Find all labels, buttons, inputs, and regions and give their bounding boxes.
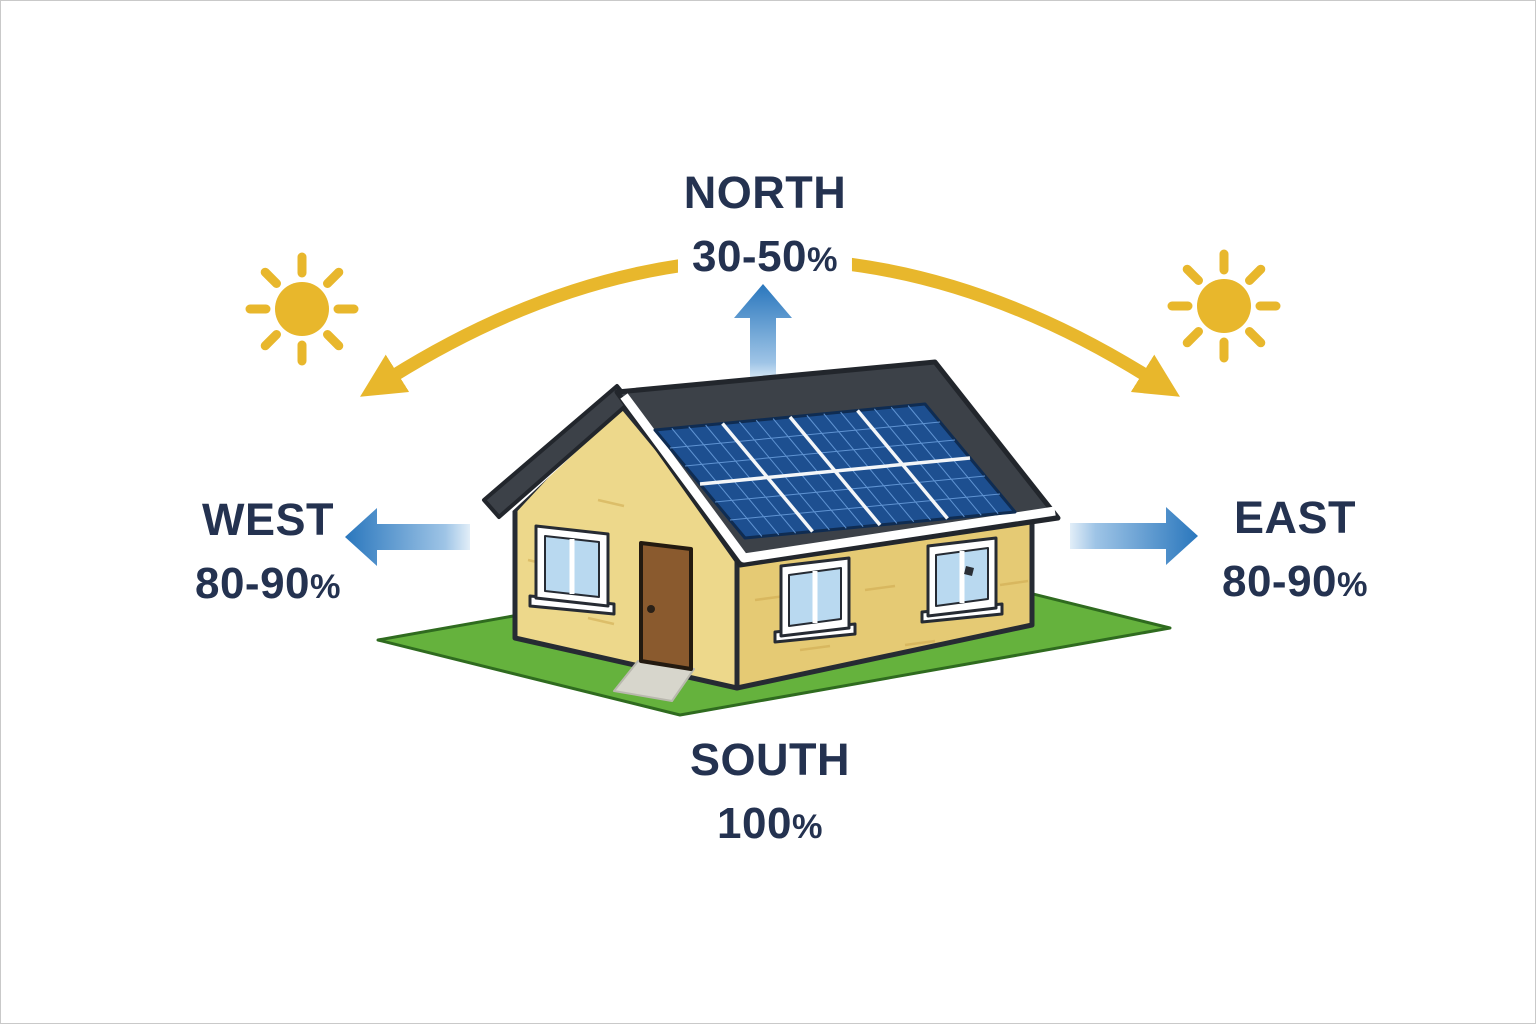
side-window	[773, 556, 857, 644]
east-value: 80-90	[1221, 557, 1338, 607]
solar-panels	[655, 404, 1015, 538]
east-label: EAST	[1233, 492, 1356, 543]
east-unit: %	[1337, 566, 1369, 605]
west-label: WEST	[202, 494, 334, 545]
south-label-group: SOUTH 100%	[690, 732, 850, 851]
south-unit: %	[791, 808, 823, 847]
west-value-line: 80-90%	[195, 556, 341, 611]
arrow-up-icon	[734, 284, 792, 382]
front-window	[528, 524, 616, 616]
south-value: 100	[717, 799, 792, 849]
sun-icon	[1172, 254, 1276, 358]
arrow-left-icon	[345, 508, 470, 566]
arrow-right-icon	[1070, 507, 1198, 565]
west-label-group: WEST 80-90%	[195, 492, 341, 611]
south-value-line: 100%	[717, 796, 823, 851]
roof-fascia	[620, 393, 1056, 563]
door-knob	[647, 605, 655, 613]
north-value: 30-50	[691, 232, 808, 282]
south-label: SOUTH	[690, 734, 850, 785]
front-door	[639, 541, 693, 671]
sun-icon	[250, 257, 354, 361]
north-label: NORTH	[683, 167, 847, 218]
panel-separators	[655, 404, 1015, 538]
north-unit: %	[807, 241, 839, 280]
north-value-line: 30-50%	[677, 229, 853, 285]
window-sticker	[964, 566, 974, 576]
east-value-line: 80-90%	[1222, 554, 1368, 609]
house-illustration	[378, 362, 1170, 717]
side-window	[920, 536, 1004, 624]
north-label-group: NORTH 30-50%	[677, 165, 853, 285]
east-label-group: EAST 80-90%	[1222, 490, 1368, 609]
west-unit: %	[310, 568, 342, 607]
west-value: 80-90	[194, 559, 311, 609]
